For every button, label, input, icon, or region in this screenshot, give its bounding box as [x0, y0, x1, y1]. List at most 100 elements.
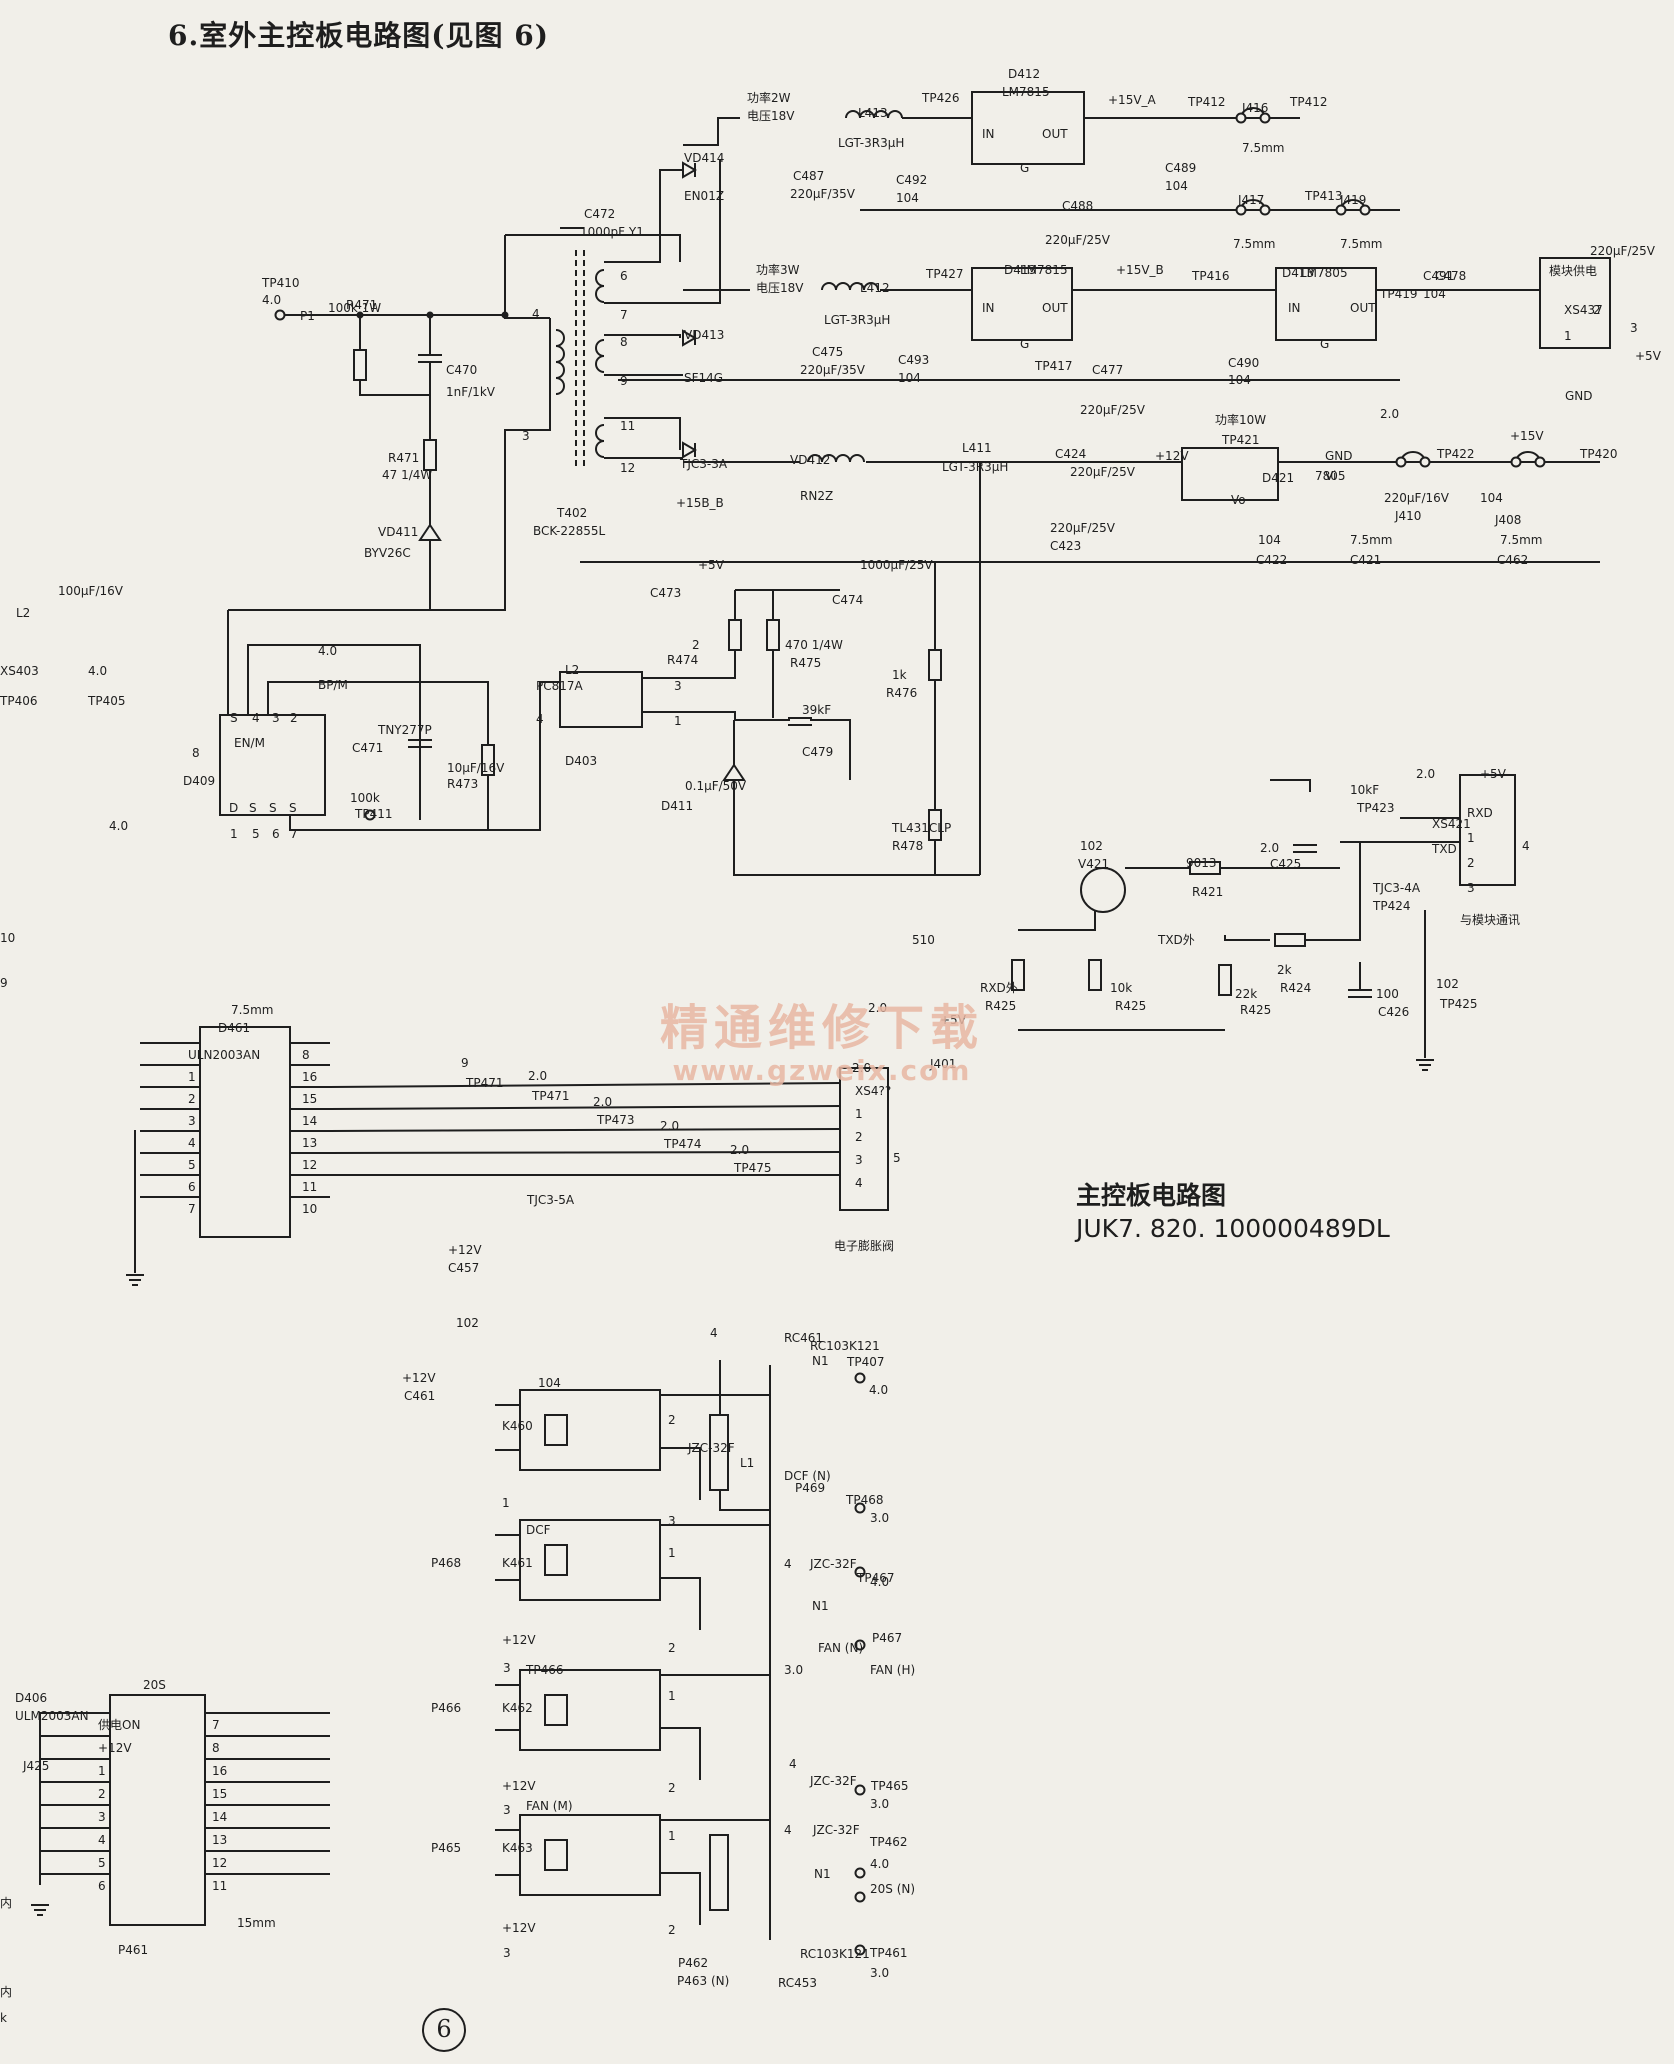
wire — [228, 318, 551, 611]
diode-vd411 — [418, 523, 442, 541]
schematic-label: 10 — [0, 931, 15, 945]
schematic-label: 6 — [272, 827, 280, 841]
schematic-label: +12V — [502, 1779, 536, 1793]
schematic-label: C492 — [896, 173, 927, 187]
test-point — [1359, 204, 1371, 216]
schematic-label: K462 — [502, 1701, 533, 1715]
schematic-label: 8 — [302, 1048, 310, 1062]
inductor — [821, 282, 879, 291]
schematic-label: RC453 — [778, 1976, 817, 1990]
relay-coil — [544, 1544, 568, 1576]
test-point — [1395, 456, 1407, 468]
schematic-label: RC103K121 — [800, 1947, 870, 1961]
schematic-label: 1 — [98, 1764, 106, 1778]
wire — [719, 1490, 770, 1511]
schematic-label: S — [249, 801, 257, 815]
schematic-label: C457 — [448, 1261, 479, 1275]
schematic-label: 电子膨胀阀 — [834, 1239, 894, 1253]
schematic-label: TP468 — [845, 1493, 883, 1507]
schematic-label: 与模块通讯 — [1460, 913, 1520, 927]
schematic-label: 3 — [503, 1661, 511, 1675]
schematic-label: FAN (M) — [526, 1799, 573, 1813]
schematic-label: VD414 — [684, 151, 724, 165]
schematic-label: 3 — [522, 429, 530, 443]
rc-snubber-rc461 — [709, 1414, 729, 1491]
schematic-label: OUT — [1042, 301, 1068, 315]
schematic-label: TP467 — [856, 1571, 894, 1585]
schematic-label: C475 — [812, 345, 843, 359]
schematic-label: TP474 — [663, 1137, 701, 1151]
schematic-label: 1 — [1564, 329, 1572, 343]
schematic-label: R478 — [892, 839, 923, 853]
schematic-label: VD412 — [790, 453, 830, 467]
schematic-label: L412 — [860, 281, 890, 295]
schematic-label: BP/M — [318, 678, 348, 692]
schematic-label: TP475 — [733, 1161, 771, 1175]
schematic-label: G — [1020, 337, 1029, 351]
schematic-label: TP412 — [1187, 95, 1225, 109]
test-point — [1259, 112, 1271, 124]
schematic-label: R474 — [667, 653, 698, 667]
schematic-label: 6 — [188, 1180, 196, 1194]
test-point — [1235, 204, 1247, 216]
schematic-label: 4 — [784, 1557, 792, 1571]
schematic-label: 102 — [1436, 977, 1459, 991]
schematic-label: R421 — [1192, 885, 1223, 899]
schematic-label: 2k — [1277, 963, 1292, 977]
schematic-label: 1000μF/25V — [860, 558, 933, 572]
schematic-label: GND — [1565, 389, 1593, 403]
schematic-label: P463 (N) — [677, 1974, 729, 1988]
schematic-label: 2 — [98, 1787, 106, 1801]
schematic-label: 2.0 — [852, 1061, 871, 1075]
schematic-label: 4 — [855, 1176, 863, 1190]
wire — [329, 1151, 841, 1154]
schematic-label: 12 — [212, 1856, 227, 1870]
wire — [289, 682, 541, 831]
wire — [604, 417, 681, 450]
schematic-label: SF14G — [684, 371, 723, 385]
schematic-label: 47 1/4W — [382, 468, 432, 482]
resistor — [1011, 959, 1025, 991]
schematic-label: 20S (N) — [870, 1882, 915, 1896]
schematic-label: P467 — [872, 1631, 902, 1645]
schematic-label: 13 — [212, 1833, 227, 1847]
schematic-label: 模块供电 — [1549, 264, 1597, 278]
schematic-label: 220μF/25V — [1080, 403, 1146, 417]
schematic-label: C490 — [1228, 356, 1259, 370]
schematic-label: 14 — [212, 1810, 227, 1824]
schematic-label: VD411 — [378, 525, 418, 539]
schematic-label: 3 — [1630, 321, 1638, 335]
schematic-label: TP465 — [870, 1779, 908, 1793]
schematic-label: 6 — [620, 269, 628, 283]
components — [31, 91, 1611, 1956]
schematic-label: R425 — [1115, 999, 1146, 1013]
schematic-label: LGT-3R3μH — [824, 313, 890, 327]
schematic-label: +12V — [448, 1243, 482, 1257]
schematic-label: 8 — [212, 1741, 220, 1755]
schematic-label: TJC3-3A — [679, 457, 728, 471]
schematic-label: 4 — [532, 307, 540, 321]
schematic-label: +12V — [402, 1371, 436, 1385]
schematic-label: 3 — [98, 1810, 106, 1824]
board-code: JUK7. 820. 100000489DL — [1076, 1214, 1390, 1243]
schematic-label: LM7805 — [1300, 266, 1348, 280]
schematic-label: 4.0 — [88, 664, 107, 678]
schematic-label: TJC3-5A — [526, 1193, 575, 1207]
wire — [329, 1128, 841, 1132]
schematic-label: 2.0 — [1416, 767, 1435, 781]
transformer-secondary — [595, 424, 605, 458]
schematic-label: R425 — [1240, 1003, 1271, 1017]
schematic-label: 11 — [212, 1879, 227, 1893]
schematic-label: N1 — [812, 1354, 829, 1368]
schematic-label: 10k — [1110, 981, 1132, 995]
schematic-label: TP413 — [1304, 189, 1342, 203]
schematic-label: TJC3-4A — [1372, 881, 1421, 895]
schematic-label: +12V — [502, 1921, 536, 1935]
schematic-label: 功率3W — [756, 262, 800, 277]
wire — [329, 1082, 841, 1088]
schematic-label: TP461 — [869, 1946, 907, 1960]
schematic-label: C478 — [1435, 269, 1466, 283]
schematic-label: 2.0 — [868, 1001, 887, 1015]
wire — [604, 334, 681, 338]
schematic-label: L2 — [16, 606, 30, 620]
